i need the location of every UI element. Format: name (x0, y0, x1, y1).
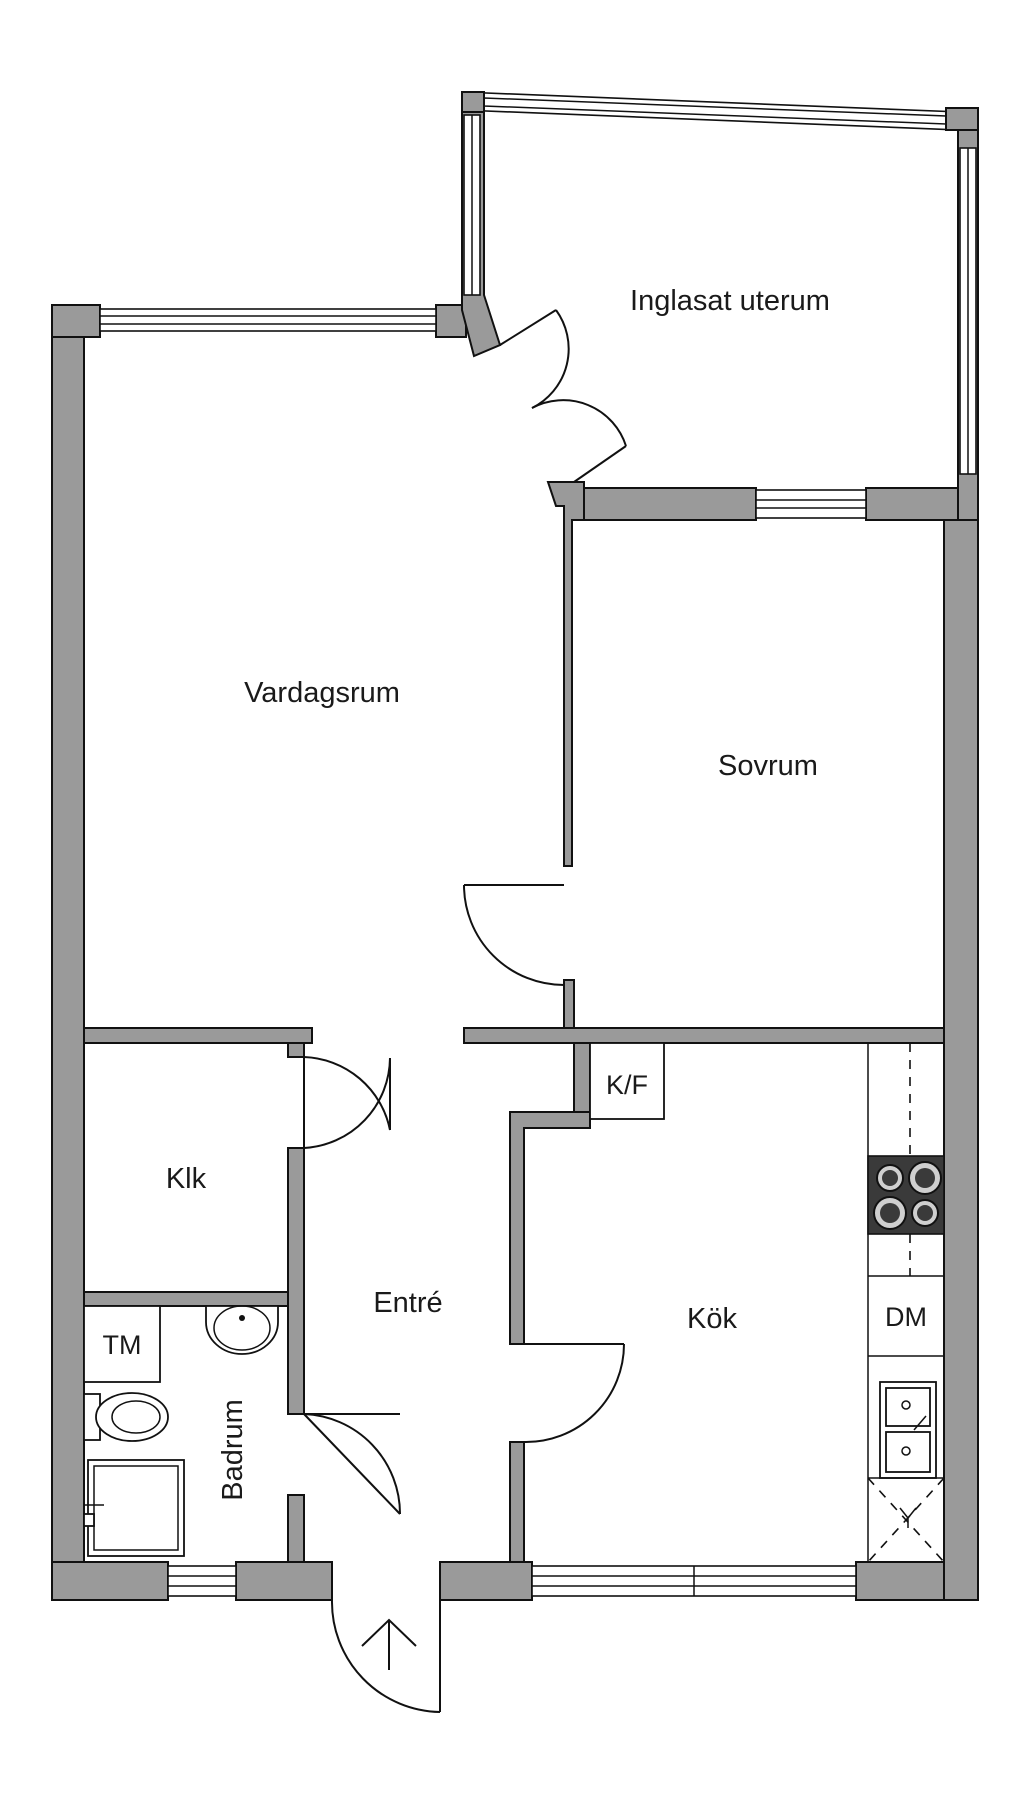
label-dm: DM (885, 1302, 927, 1332)
sink-icon (879, 1381, 937, 1479)
door-bedroom (463, 884, 565, 986)
window-sunroom-right (959, 147, 977, 475)
window-bedroom-top (755, 489, 867, 519)
corner-cabinet-icon (867, 1477, 945, 1563)
window-sunroom-top (461, 91, 979, 131)
interior-walls (83, 979, 945, 1563)
window-sunroom-left (463, 114, 481, 296)
kitchen-counter (867, 1043, 945, 1563)
label-entre: Entré (373, 1287, 442, 1319)
bathroom-fixtures (83, 1305, 279, 1557)
washer-box (83, 1305, 161, 1383)
toilet-icon (83, 1392, 169, 1442)
stove-icon (867, 1155, 945, 1235)
label-kok: Kök (687, 1303, 737, 1335)
windows (99, 91, 979, 1597)
window-bathroom (167, 1565, 237, 1597)
label-klk: Klk (166, 1163, 207, 1195)
room-labels: Inglasat uterum Vardagsrum Sovrum Klk En… (103, 285, 927, 1501)
label-uterum: Inglasat uterum (630, 285, 830, 317)
fridge-freezer-box (589, 1042, 665, 1120)
door-kitchen (523, 1343, 625, 1444)
label-badrum: Badrum (217, 1399, 249, 1501)
entrance-arrow-icon (361, 1618, 417, 1670)
door-bathroom (303, 1413, 402, 1515)
window-kitchen (531, 1565, 857, 1597)
washbasin-icon (205, 1305, 279, 1355)
label-sovrum: Sovrum (718, 750, 818, 782)
label-vardagsrum: Vardagsrum (244, 677, 400, 709)
label-tm: TM (103, 1330, 142, 1360)
label-kf: K/F (606, 1070, 648, 1100)
door-entrance (330, 1562, 441, 1713)
door-closet (288, 1056, 391, 1149)
shower-icon (83, 1459, 185, 1557)
window-living-top (99, 308, 437, 332)
doors (288, 309, 627, 1713)
door-sunroom (499, 309, 627, 483)
